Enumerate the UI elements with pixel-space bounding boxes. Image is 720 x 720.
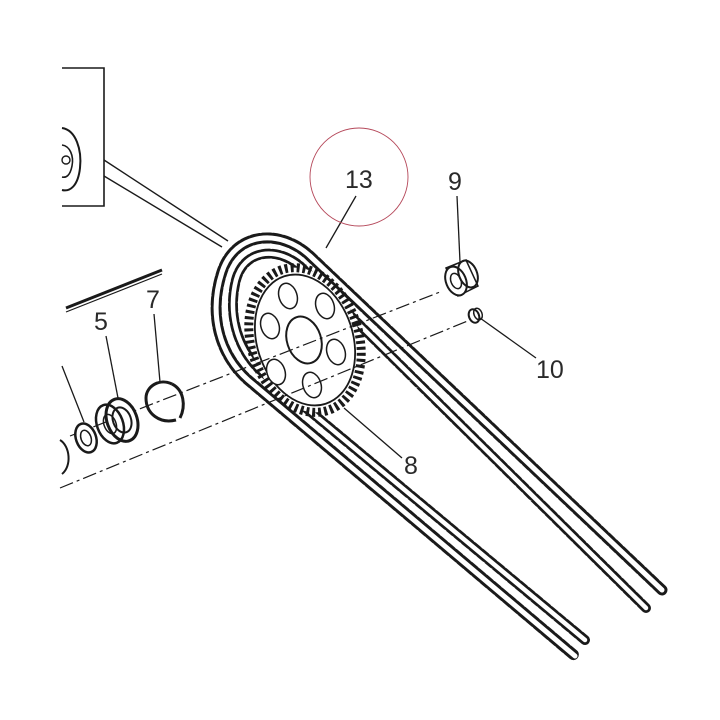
callout-13: 13 <box>345 166 373 194</box>
callout-7: 7 <box>146 286 160 314</box>
chain-inner-core <box>230 251 649 643</box>
leader-9 <box>456 195 461 263</box>
leader-6 <box>61 365 85 423</box>
nut <box>467 307 484 324</box>
wheel-hub-partial <box>59 439 70 475</box>
chain-outer-core <box>213 235 665 659</box>
bearing <box>94 397 140 445</box>
inset-detail-frame <box>61 67 229 248</box>
assembly-axis-lines <box>59 291 471 489</box>
spacer <box>444 259 479 298</box>
inset-hub-icon <box>61 127 82 192</box>
sprocket-hub-bore <box>285 315 323 365</box>
rear-sprocket <box>244 263 366 417</box>
callout-5: 5 <box>94 308 108 336</box>
leader-8 <box>343 407 403 459</box>
washer <box>74 422 98 454</box>
leader-13 <box>325 195 357 249</box>
leader-lines <box>61 195 537 459</box>
leader-7 <box>153 313 161 383</box>
callout-8: 8 <box>404 452 418 480</box>
callout-10: 10 <box>536 356 564 384</box>
leader-10 <box>479 317 537 359</box>
drive-chain <box>210 232 668 662</box>
highlight-circle <box>309 127 409 227</box>
sprocket-lightening-holes <box>259 282 347 399</box>
callout-9: 9 <box>448 168 462 196</box>
leader-5 <box>105 335 119 399</box>
axle-shaft <box>65 268 163 313</box>
circlip <box>144 380 185 423</box>
